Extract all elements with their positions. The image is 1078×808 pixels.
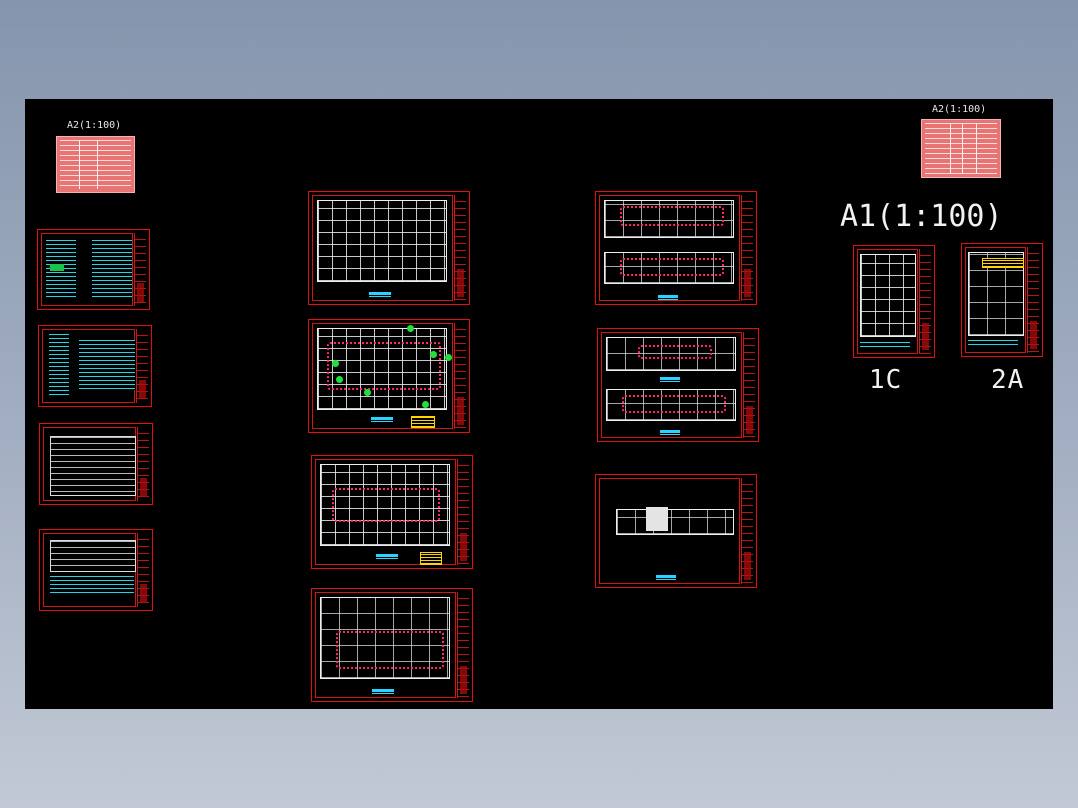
- equipment-table: [79, 340, 135, 390]
- sheet-1c[interactable]: [853, 245, 935, 358]
- title-block: [741, 195, 753, 301]
- building-block: [646, 507, 668, 531]
- legend-divider: [976, 123, 977, 174]
- notes-highlight: [50, 264, 64, 271]
- device-node: [422, 401, 429, 408]
- sheet-footer-strip: [860, 342, 910, 350]
- title-block: [454, 195, 466, 301]
- legend-divider: [97, 140, 98, 189]
- sheet-border: [965, 247, 1026, 353]
- fire-alarm-loop: [620, 258, 724, 276]
- legend-divider: [962, 123, 963, 174]
- title-block: [457, 592, 469, 698]
- sheet-design-notes[interactable]: [37, 229, 150, 310]
- fire-alarm-loop: [336, 631, 444, 669]
- legend-block-left[interactable]: [56, 136, 135, 193]
- legend-rows: [60, 140, 131, 189]
- sheet-border: [599, 195, 740, 301]
- device-node: [445, 354, 452, 361]
- legend-block-right[interactable]: [921, 119, 1001, 178]
- device-node: [332, 360, 339, 367]
- sheet-2a-label: 2A: [991, 365, 1025, 395]
- cad-model-space[interactable]: A2(1:100) A2(1:100) A1(1:100): [25, 99, 1053, 709]
- title-block: [454, 323, 466, 429]
- legend-divider: [950, 123, 951, 174]
- material-table-bottom: [50, 576, 134, 596]
- title-block: [136, 329, 148, 403]
- notes-text-column: [92, 240, 132, 298]
- plan-title: [369, 292, 391, 297]
- title-block: [743, 332, 755, 438]
- plan-legend: [411, 416, 435, 428]
- device-node: [407, 325, 414, 332]
- device-node: [364, 389, 371, 396]
- title-block: [137, 533, 149, 607]
- legend-rows: [925, 123, 997, 174]
- riser-diagram: [49, 334, 69, 398]
- floor-plan-upper: [606, 337, 736, 371]
- title-block: [457, 459, 469, 565]
- sheet-floor-plan-6[interactable]: [597, 328, 759, 442]
- equipment-schedule: [50, 436, 136, 496]
- sheet-content: [860, 254, 916, 337]
- fire-alarm-loop: [327, 342, 441, 390]
- sheet-equipment-list[interactable]: [39, 423, 153, 505]
- sheet-border: [857, 249, 918, 354]
- fire-alarm-loop: [622, 395, 726, 413]
- sheet-floor-plan-1[interactable]: [308, 191, 470, 305]
- sheet-2a[interactable]: [961, 243, 1043, 357]
- device-node: [430, 351, 437, 358]
- device-node: [336, 376, 343, 383]
- sheet-border: [41, 233, 133, 306]
- sheet-material-table[interactable]: [39, 529, 153, 611]
- sheet-site-plan[interactable]: [595, 474, 757, 588]
- plan-title: [656, 575, 676, 580]
- floor-plan-grid: [320, 597, 450, 679]
- plan-title: [658, 295, 678, 300]
- sheet-header-strip: [982, 258, 1024, 268]
- plan-legend: [420, 552, 442, 565]
- title-block: [134, 233, 146, 306]
- sheet-border: [315, 459, 456, 565]
- fire-alarm-loop: [638, 345, 712, 359]
- sheet-border: [601, 332, 742, 438]
- title-block: [137, 427, 149, 501]
- a2-scale-label-left: A2(1:100): [67, 120, 122, 131]
- floor-plan-grid: [320, 464, 450, 546]
- plan-title: [372, 689, 394, 694]
- fire-alarm-loop: [332, 488, 440, 522]
- fire-alarm-loop: [620, 206, 724, 226]
- sheet-floor-plan-4[interactable]: [311, 588, 473, 702]
- sheet-floor-plan-5[interactable]: [595, 191, 757, 305]
- title-block: [1027, 247, 1039, 353]
- legend-divider: [79, 140, 80, 189]
- a1-scale-label: A1(1:100): [840, 199, 1003, 234]
- sheet-border: [312, 323, 453, 429]
- plan-title: [376, 554, 398, 559]
- sheet-1c-label: 1C: [869, 365, 903, 395]
- title-block: [919, 249, 931, 354]
- plan-title: [371, 417, 393, 422]
- title-block: [741, 478, 753, 584]
- sheet-floor-plan-3[interactable]: [311, 455, 473, 569]
- sheet-border: [599, 478, 740, 584]
- plan-title: [660, 430, 680, 435]
- sheet-system-diagram[interactable]: [38, 325, 152, 407]
- sheet-floor-plan-2[interactable]: [308, 319, 470, 433]
- floor-plan-grid: [317, 200, 447, 282]
- sheet-border: [312, 195, 453, 301]
- plan-title: [660, 377, 680, 382]
- a2-scale-label-right: A2(1:100): [932, 104, 987, 115]
- sheet-border: [315, 592, 456, 698]
- site-plan-grid: [616, 509, 734, 535]
- sheet-footer-strip: [968, 340, 1018, 348]
- material-table-top: [50, 540, 136, 572]
